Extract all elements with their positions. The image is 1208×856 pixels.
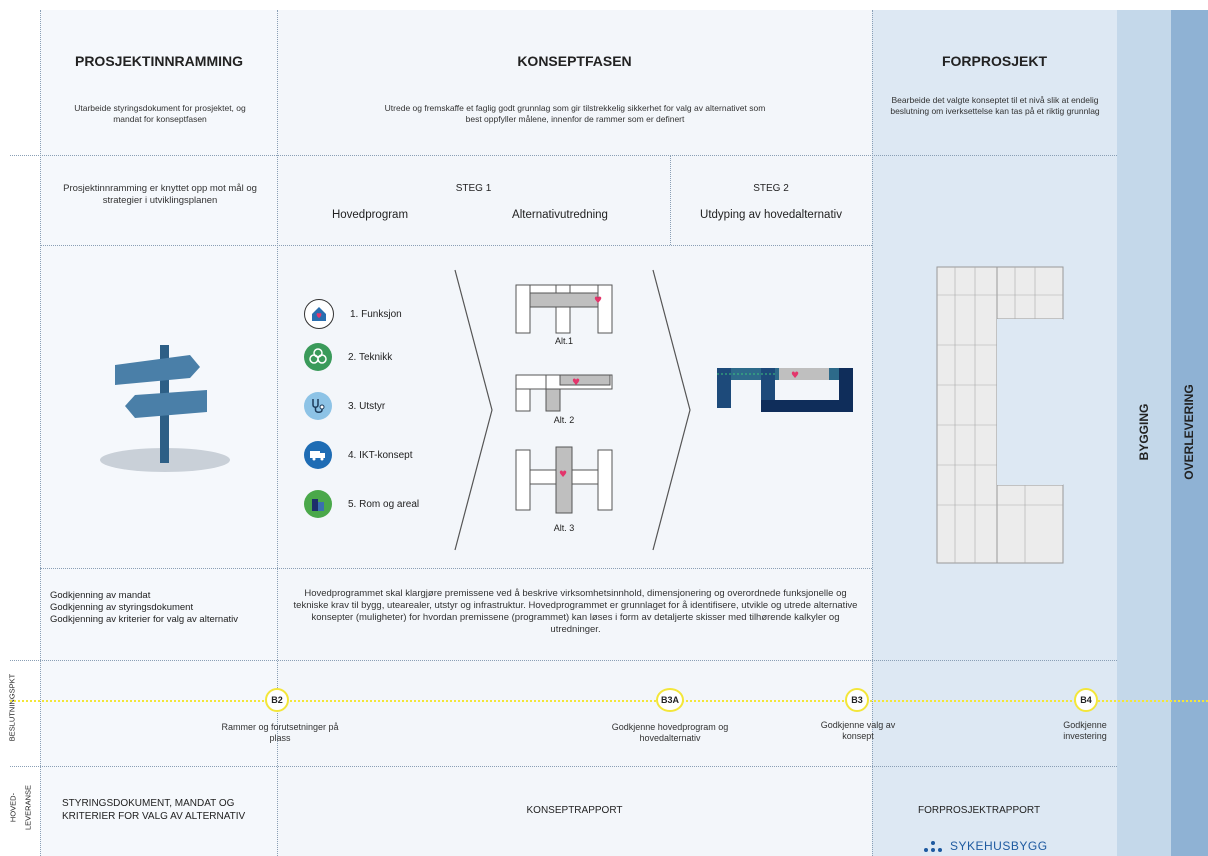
alternative-3-label: Alt. 3 xyxy=(553,523,575,533)
buildings-icon xyxy=(304,490,332,518)
alternative-1-label: Alt.1 xyxy=(554,336,573,346)
program-item-teknikk: 2. Teknikk xyxy=(304,343,392,371)
truck-icon xyxy=(304,441,332,469)
prosjektinnramming-desc: Utarbeide styringsdokument for prosjekte… xyxy=(74,103,246,124)
forprosjekt-desc: Bearbeide det valgte konseptet til et ni… xyxy=(890,95,1100,116)
program-item-label: 2. Teknikk xyxy=(348,351,393,363)
milestone-b3a-label: Godkjenne hovedprogram og hovedalternati… xyxy=(611,722,729,743)
alternative-1-plan: ♥ xyxy=(515,284,613,334)
program-item-funksjon: 1. Funksjon xyxy=(304,299,402,329)
signpost-illustration xyxy=(100,345,230,472)
svg-text:♥: ♥ xyxy=(559,470,567,480)
forprosjekt-title: FORPROSJEKT xyxy=(941,53,1047,69)
beslutningspunkt-label: BESLUTNINGSPKT xyxy=(7,673,17,742)
svg-text:♥: ♥ xyxy=(594,296,602,306)
program-item-label: 1. Funksjon xyxy=(350,308,402,320)
svg-text:♥: ♥ xyxy=(572,378,580,388)
sykehusbygg-logo: SYKEHUSBYGG xyxy=(922,838,1048,854)
prosjektinnramming-column xyxy=(40,10,277,856)
steg2-utdyping: Utdyping av hovedalternativ xyxy=(700,209,842,221)
milestone-b2: B2 xyxy=(265,688,289,712)
milestone-b3: B3 xyxy=(845,688,869,712)
selected-alternative-plan: ♥ xyxy=(717,368,853,412)
chevron-right-icon xyxy=(652,269,691,551)
milestone-b2-label: Rammer og forutsetninger på plass xyxy=(221,722,339,743)
program-item-label: 4. IKT-konsept xyxy=(348,449,413,461)
bygging-column xyxy=(1117,10,1171,856)
logo-dots-icon xyxy=(924,841,942,852)
approval-item: Godkjenning av kriterier for valg av alt… xyxy=(50,614,238,625)
alternative-3-plan: ♥ xyxy=(515,446,613,514)
chevron-right-icon xyxy=(454,269,493,551)
hovedleveranse-label-a: HOVED- xyxy=(8,792,18,823)
deliverable-prosjektinnramming: STYRINGSDOKUMENT, MANDAT OG KRITERIER FO… xyxy=(62,798,246,822)
program-item-label: 5. Rom og areal xyxy=(348,498,420,510)
overlevering-title: OVERLEVERING xyxy=(1182,384,1196,480)
hovedprogram-description: Hovedprogrammet skal klargjøre premissen… xyxy=(293,588,858,635)
prosjektinnramming-title: PROSJEKTINNRAMMING xyxy=(74,53,243,69)
bygging-title: BYGGING xyxy=(1137,403,1151,461)
deliverable-forprosjekt: FORPROSJEKTRAPPORT xyxy=(918,805,1041,816)
alternative-2-plan: ♥ xyxy=(515,374,613,412)
logo-text: SYKEHUSBYGG xyxy=(950,839,1048,853)
overlevering-column xyxy=(1171,10,1208,856)
floor-plan-illustration xyxy=(936,266,1064,564)
approvals-list: Godkjenning av mandat Godkjenning av sty… xyxy=(50,590,238,626)
milestone-b4-label: Godkjenne investering xyxy=(1063,720,1107,741)
konseptfasen-title: KONSEPTFASEN xyxy=(517,53,632,69)
alternative-2-label: Alt. 2 xyxy=(553,415,575,425)
konseptfasen-desc: Utrede og fremskaffe et faglig godt grun… xyxy=(384,103,766,124)
deliverable-konseptfasen: KONSEPTRAPPORT xyxy=(526,805,623,816)
svg-text:♥: ♥ xyxy=(791,371,799,381)
milestone-b3-label: Godkjenne valg av konsept xyxy=(820,720,896,741)
steg2-label: STEG 2 xyxy=(753,183,789,194)
stethoscope-icon xyxy=(304,392,332,420)
milestone-b3a: B3A xyxy=(656,688,684,712)
hovedleveranse-label-b: LEVERANSE xyxy=(23,784,33,831)
steg1-alternativutredning: Alternativutredning xyxy=(512,209,608,221)
prosjektinnramming-sub: Prosjektinnramming er knyttet opp mot må… xyxy=(63,183,257,206)
steg1-label: STEG 1 xyxy=(455,183,492,194)
program-item-ikt: 4. IKT-konsept xyxy=(304,441,412,469)
gears-icon xyxy=(304,343,332,371)
steg1-hovedprogram: Hovedprogram xyxy=(331,209,409,221)
program-item-rom: 5. Rom og areal xyxy=(304,490,419,518)
approval-item: Godkjenning av styringsdokument xyxy=(50,602,194,613)
konseptfasen-column xyxy=(277,10,872,856)
program-item-utstyr: 3. Utstyr xyxy=(304,392,385,420)
program-item-label: 3. Utstyr xyxy=(348,400,386,412)
milestone-b4: B4 xyxy=(1074,688,1098,712)
approval-item: Godkjenning av mandat xyxy=(50,590,151,601)
house-heart-icon xyxy=(304,299,334,329)
